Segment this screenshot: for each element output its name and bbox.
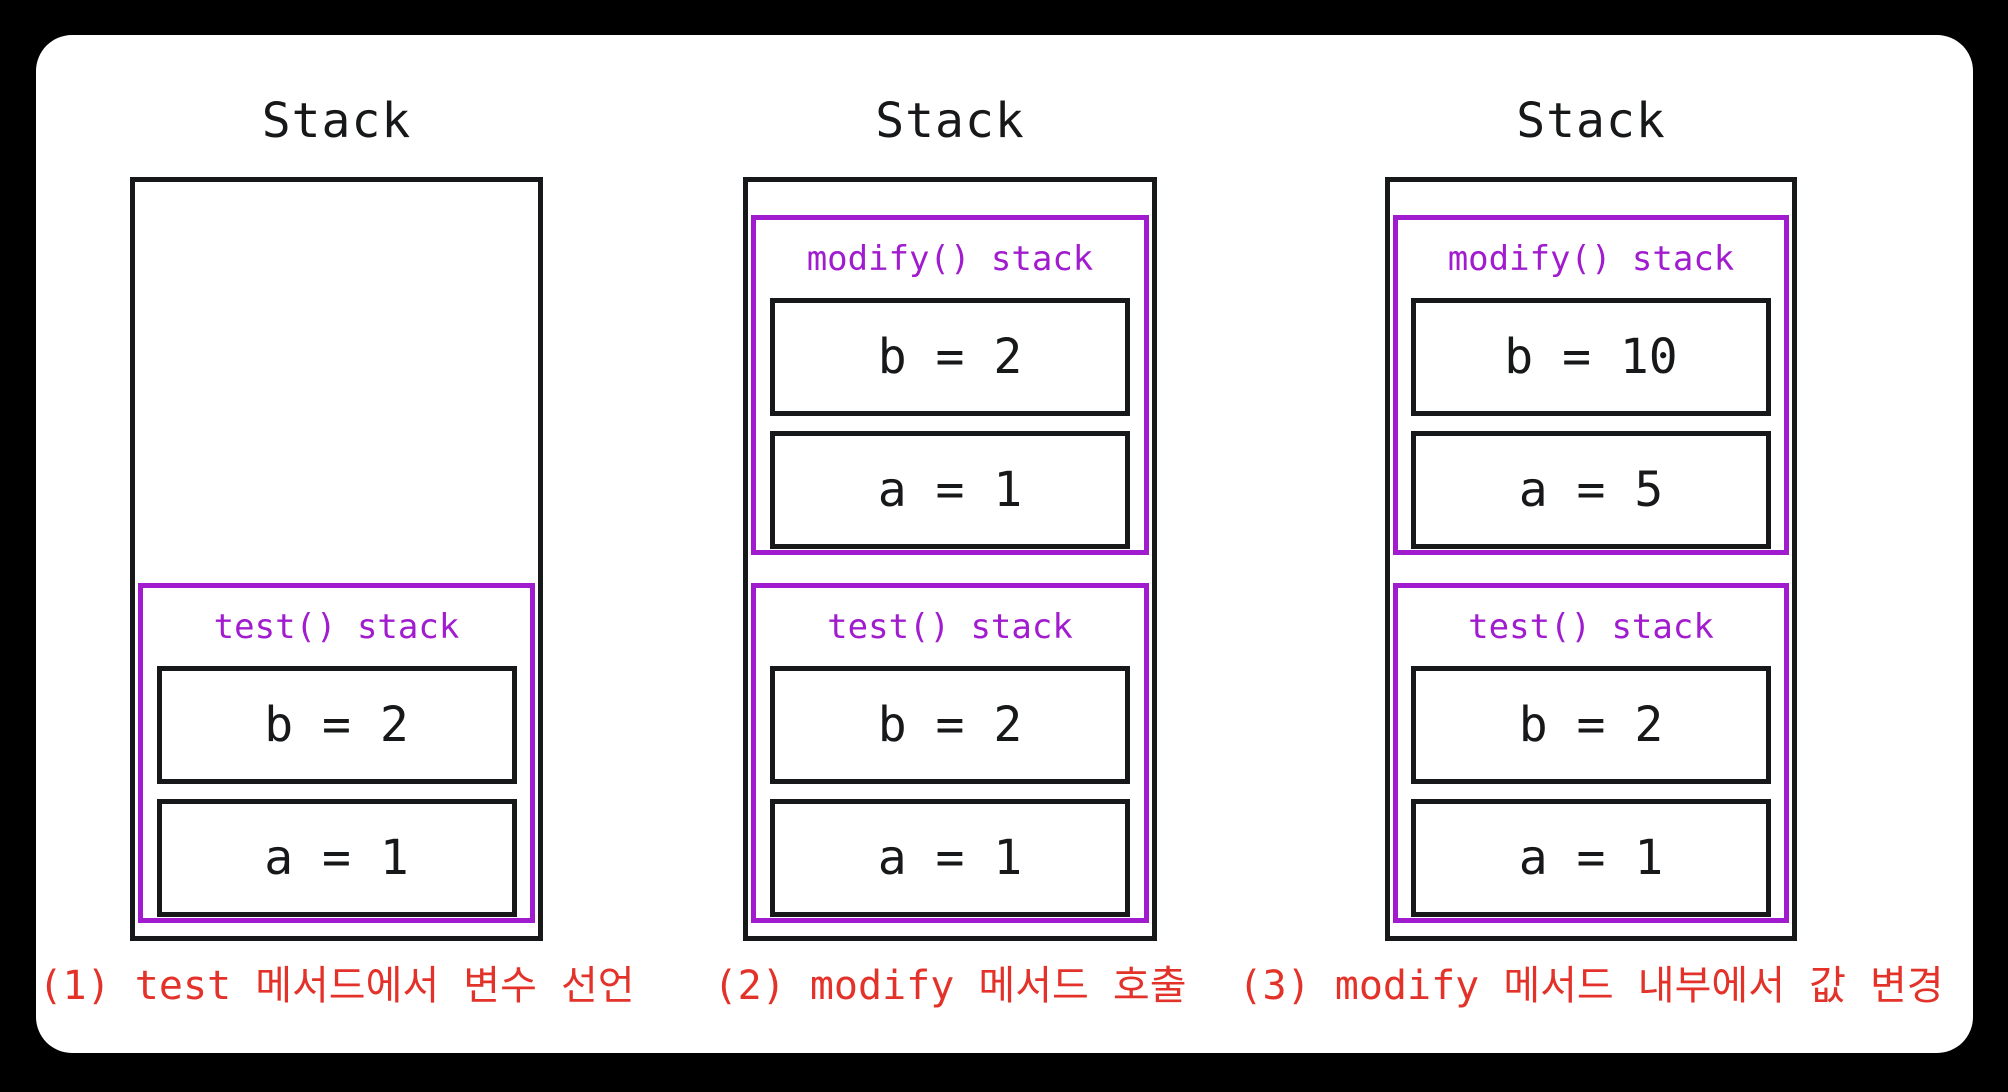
column1-var-a: a = 1 [156,799,517,917]
column3-modify-var-b: b = 10 [1411,298,1771,416]
column3-modify-frame-label: modify() stack [1447,239,1735,279]
column3-modify-frame: modify() stack b = 10 a = 5 [1393,215,1789,555]
column2-modify-var-b: b = 2 [770,298,1130,416]
column1-caption: (1) test 메서드에서 변수 선언 [38,963,635,1009]
column2-modify-frame: modify() stack b = 2 a = 1 [751,215,1149,555]
column1-stack-outline: test() stack b = 2 a = 1 [130,177,543,941]
column1-test-frame: test() stack b = 2 a = 1 [138,583,535,923]
column2-stack-outline: modify() stack b = 2 a = 1 test() stack … [743,177,1157,941]
column3-caption: (3) modify 메서드 내부에서 값 변경 [1238,963,1944,1009]
column2-test-var-a: a = 1 [770,799,1130,917]
column1-test-frame-label: test() stack [213,607,460,647]
column2-modify-var-a: a = 1 [770,431,1130,549]
column3-modify-var-a: a = 5 [1411,431,1771,549]
diagram-card: Stack test() stack b = 2 a = 1 (1) test … [36,35,1973,1053]
column2-test-var-b: b = 2 [770,666,1130,784]
column1-title: Stack [261,93,412,149]
column2-modify-frame-label: modify() stack [806,239,1094,279]
column2-test-frame-label: test() stack [827,607,1073,647]
column3-test-frame: test() stack b = 2 a = 1 [1393,583,1789,923]
column3-test-frame-label: test() stack [1468,607,1714,647]
column2-caption: (2) modify 메서드 호출 [713,963,1187,1009]
column1-var-b: b = 2 [156,666,517,784]
column3-title: Stack [1516,93,1666,149]
column3-stack-outline: modify() stack b = 10 a = 5 test() stack… [1385,177,1797,941]
column3-test-var-a: a = 1 [1411,799,1771,917]
column3-test-var-b: b = 2 [1411,666,1771,784]
column2-title: Stack [875,93,1025,149]
column2-test-frame: test() stack b = 2 a = 1 [751,583,1149,923]
